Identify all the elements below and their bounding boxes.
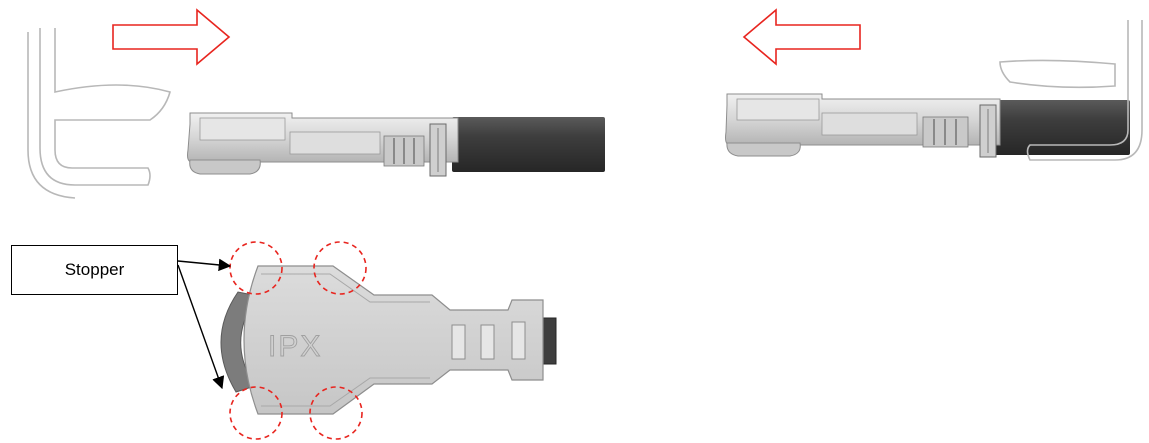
connector-side-view-right [725,93,1130,158]
dashed-circle-icon [313,241,367,295]
dashed-circle-icon [309,386,363,440]
callout-leader-lines [177,258,232,390]
stopper-callout-label: Stopper [11,245,178,295]
jig-left [27,28,171,199]
stopper-markers [229,241,367,440]
outline-arrow-left-icon [742,8,861,66]
dashed-circle-icon [229,386,283,440]
connector-side-view-left [187,112,605,177]
outline-arrow-right-icon [112,8,231,66]
connector-top-view: IPX [220,265,557,415]
jig-right [999,20,1143,161]
ipx-logo-text: IPX [268,330,322,363]
